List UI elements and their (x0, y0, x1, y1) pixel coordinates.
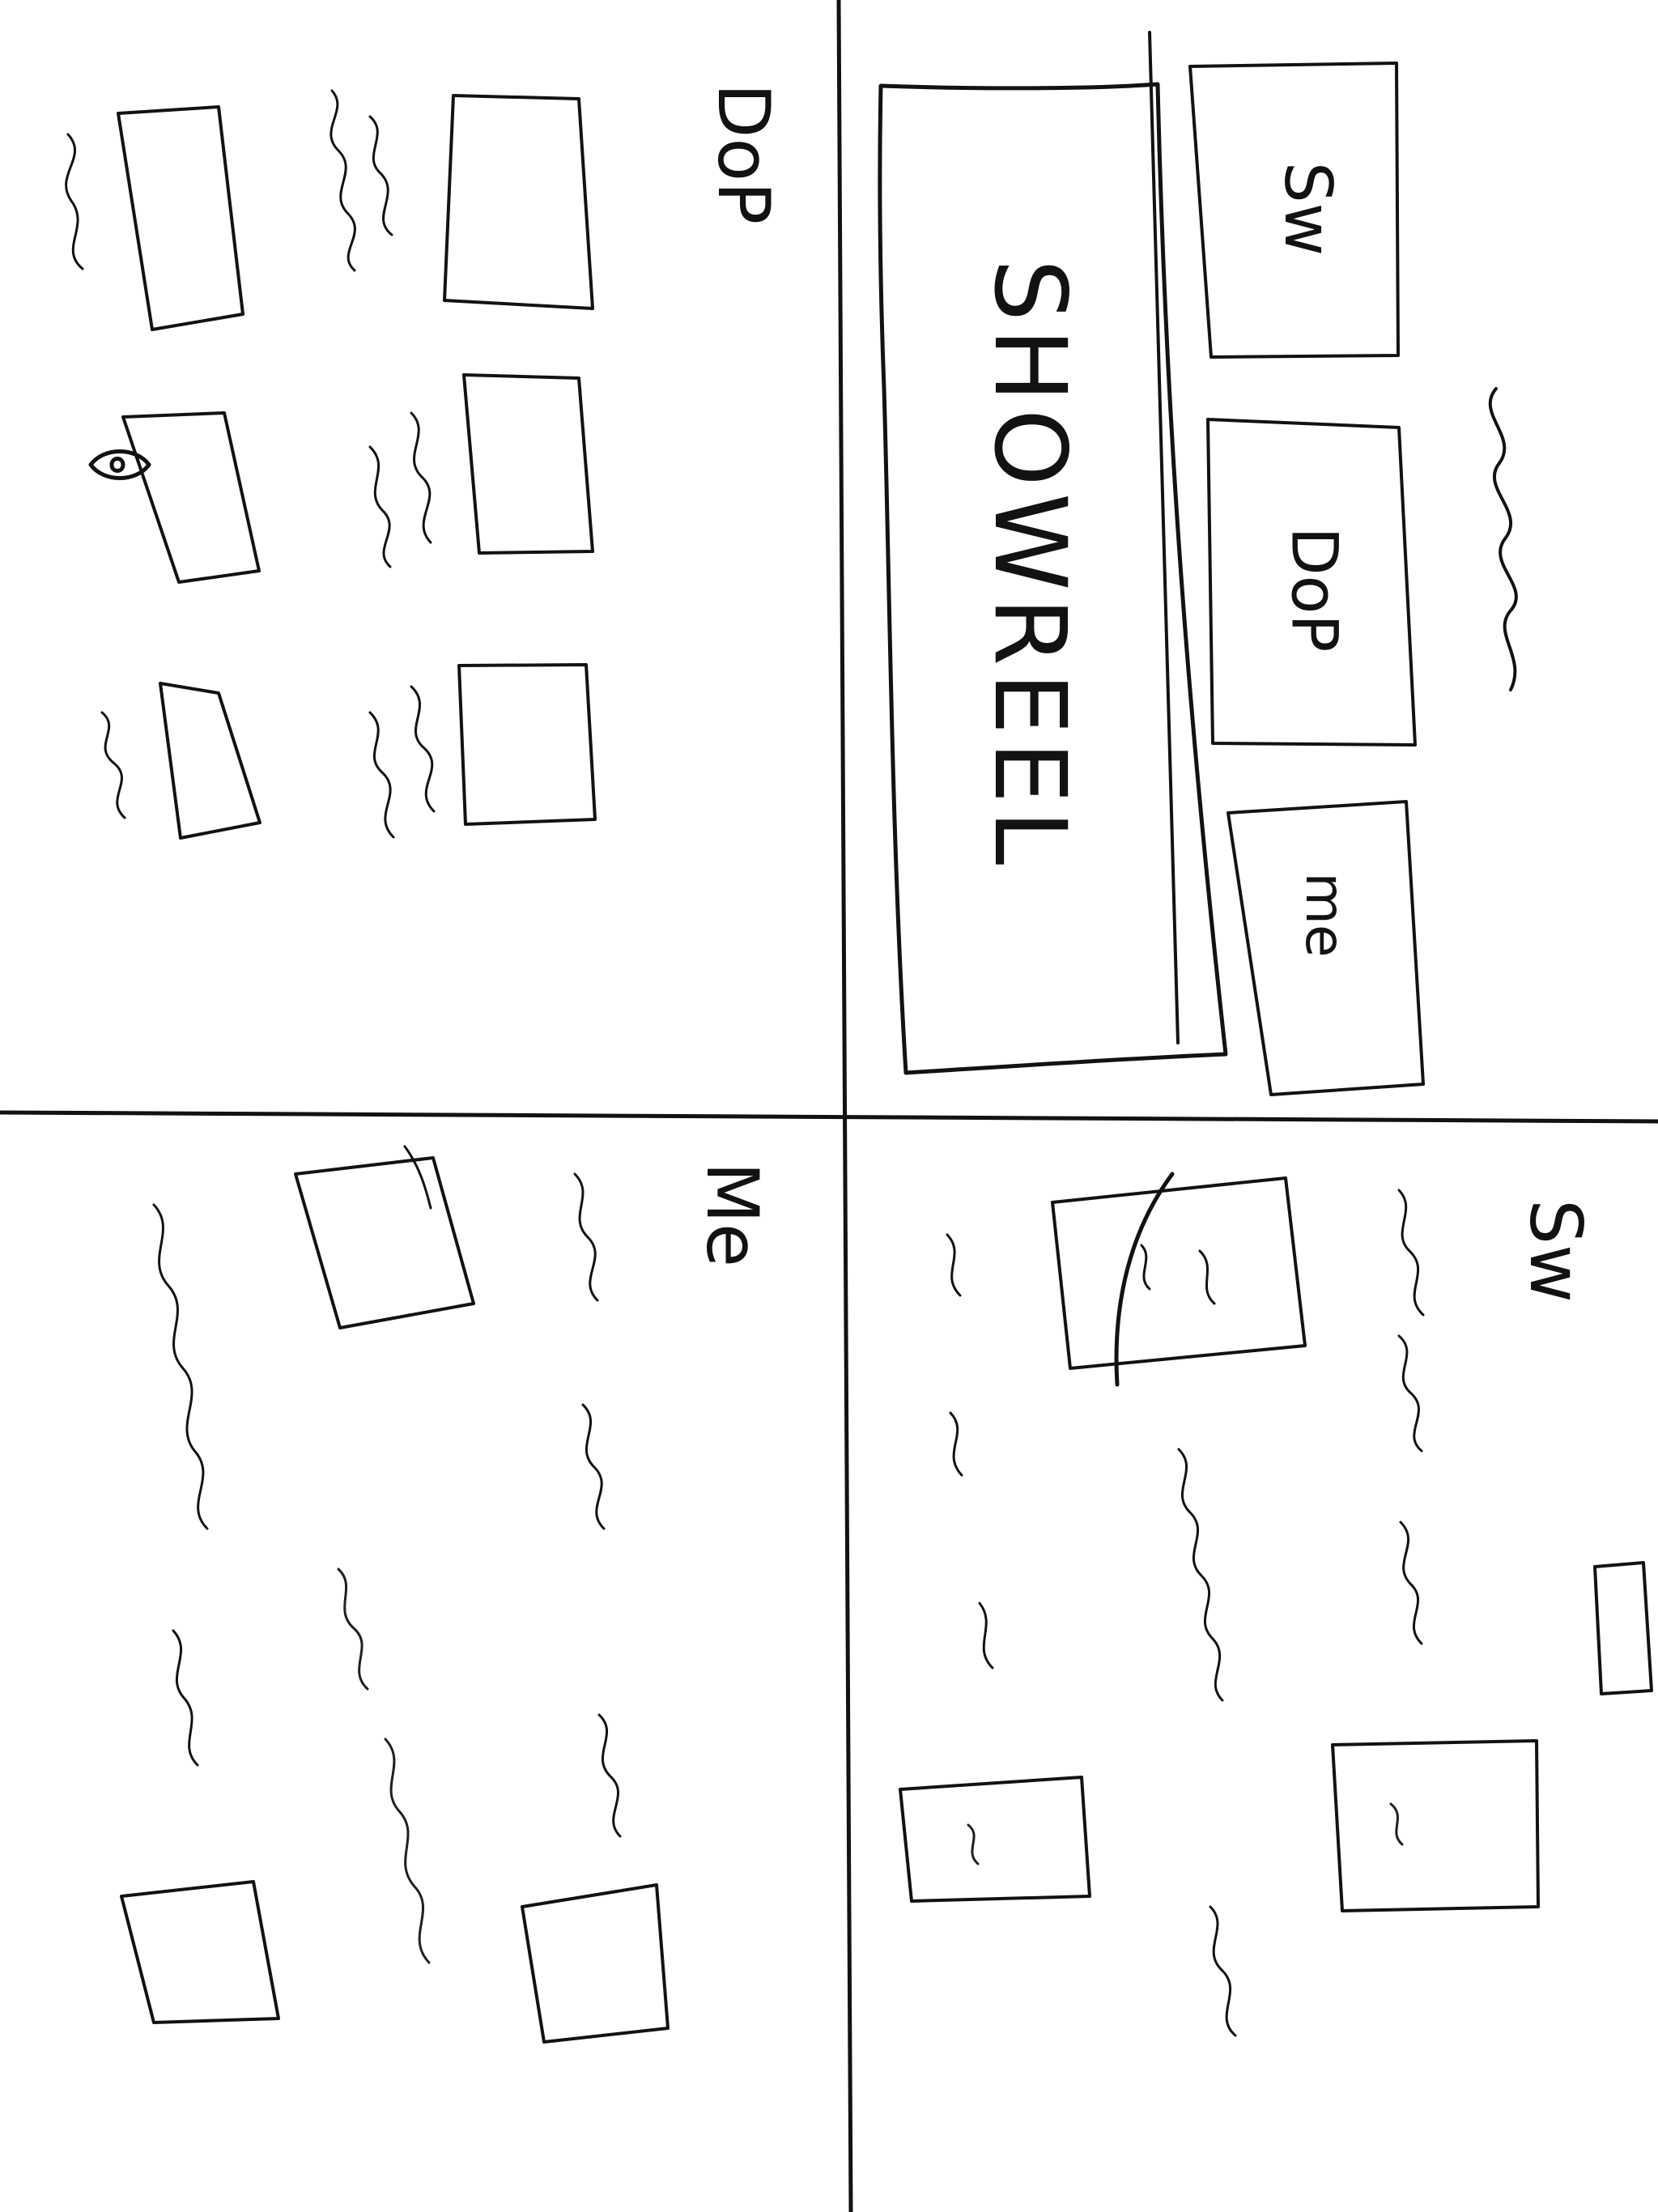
sw-copy-scribble-8 (1209, 1905, 1237, 2037)
sw-copy-scribble-4 (1177, 1448, 1224, 1702)
sw-feature-video-strike (1114, 1172, 1175, 1387)
sw-section-label: Sw (1514, 1199, 1597, 1303)
me-section: Me (120, 1145, 774, 2044)
dop-section-label: DoP (702, 83, 785, 225)
dop-caption-scribble-2 (329, 89, 356, 272)
me-copy-scribble-7 (384, 1738, 431, 1964)
sw-copy-scribble-7 (978, 1602, 994, 1670)
me-copy-scribble-3 (597, 1713, 622, 1838)
eye-icon (88, 449, 151, 480)
showreel-banner-frame (878, 82, 1228, 1075)
dop-caption-scribble-6 (368, 711, 395, 839)
dop-gallery-card-bottom-right[interactable] (457, 663, 597, 826)
nav-label-me: me (1294, 873, 1356, 958)
me-copy-scribble-5 (172, 1629, 199, 1767)
sw-card-bottom-left[interactable] (899, 1776, 1091, 1903)
sw-card-mark-right (1389, 1802, 1404, 1846)
dop-gallery-card-top-right[interactable] (443, 94, 594, 310)
showreel-title: SHOWREEL (972, 259, 1087, 872)
dop-caption-scribble-8 (100, 711, 126, 819)
dop-caption-scribble-7 (410, 685, 436, 813)
dop-gallery-card-bottom-left[interactable] (159, 682, 261, 840)
me-copy-scribble-1 (573, 1172, 599, 1302)
me-section-label: Me (691, 1162, 774, 1267)
me-card-bottom-left[interactable] (120, 1880, 280, 2024)
sw-feature-video-card[interactable] (1051, 1176, 1307, 1370)
banner-top-edge (1148, 31, 1180, 1044)
dop-gallery-card-middle-left[interactable] (121, 411, 261, 584)
nav-label-dop: DoP (1278, 527, 1350, 653)
dop-gallery-card-top-left[interactable] (117, 105, 244, 331)
nav-box-me[interactable] (1226, 800, 1425, 1096)
me-copy-scribble-6 (337, 1568, 369, 1691)
sw-feature-card-mark-1 (1198, 1249, 1216, 1305)
sw-feature-card-mark-2 (1140, 1244, 1151, 1291)
sw-small-button[interactable] (1593, 1561, 1653, 1695)
dop-caption-scribble-3 (368, 115, 393, 236)
horizontal-divider (0, 1110, 1658, 1124)
sw-copy-scribble-2 (1397, 1334, 1423, 1453)
nav-label-sw: Sw (1270, 162, 1346, 256)
sw-card-mark-left (967, 1823, 980, 1865)
me-profile-image-card[interactable] (294, 1156, 475, 1329)
sw-section: Sw (899, 1172, 1653, 2037)
nav-box-sw[interactable] (1188, 62, 1400, 359)
me-copy-scribble-2 (581, 1403, 606, 1530)
sw-copy-scribble-1 (1397, 1189, 1425, 1317)
hero-panel: SHOWREEL Sw DoP me (878, 31, 1518, 1096)
me-card-bottom-right[interactable] (521, 1883, 670, 2044)
dop-gallery-section: DoP (65, 83, 785, 840)
sw-copy-scribble-6 (949, 1411, 963, 1477)
vertical-divider (836, 0, 853, 2212)
sw-card-bottom-right[interactable] (1331, 1739, 1540, 1912)
nav-box-dop[interactable] (1206, 418, 1417, 747)
sw-copy-scribble-5 (946, 1233, 962, 1297)
hero-description-scribble (1488, 387, 1518, 691)
me-copy-scribble-4 (152, 1203, 209, 1530)
me-profile-image-mark (403, 1145, 432, 1210)
dop-caption-scribble-1 (65, 133, 84, 270)
sw-copy-scribble-3 (1399, 1521, 1423, 1645)
dop-caption-scribble-4 (368, 445, 392, 568)
dop-caption-scribble-5 (410, 411, 432, 544)
dop-gallery-card-middle-right[interactable] (462, 373, 594, 555)
